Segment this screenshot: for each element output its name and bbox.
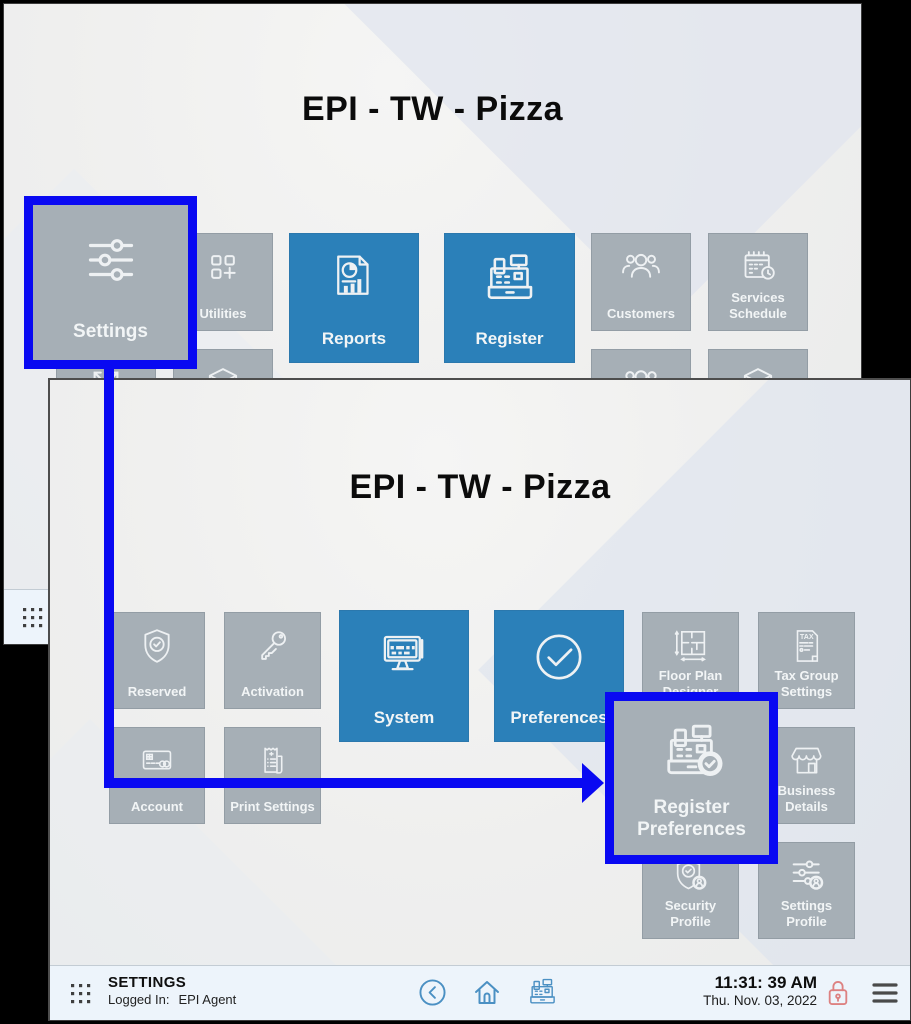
hamburger-icon[interactable]: [872, 982, 898, 1004]
flow-arrow-horizontal: [104, 778, 582, 788]
tile-label: Utilities: [199, 305, 247, 321]
tile-label: Print Settings: [230, 798, 315, 814]
register-preferences-highlight-box: Register Preferences: [605, 692, 778, 864]
current-time: 11:31: 39 AM: [714, 973, 817, 992]
grid-dots-icon[interactable]: [22, 607, 43, 628]
tile-print-settings[interactable]: Print Settings: [224, 727, 321, 824]
tile-reserved[interactable]: Reserved: [109, 612, 205, 709]
back-circle-icon[interactable]: [419, 979, 446, 1006]
tile-reports[interactable]: Reports: [289, 233, 419, 363]
tile-account[interactable]: Account: [109, 727, 205, 824]
tile-activation[interactable]: Activation: [224, 612, 321, 709]
grid-plus-icon: [203, 247, 243, 287]
receipt-icon: [254, 741, 292, 781]
status-text-block: SETTINGS Logged In: EPI Agent: [108, 974, 236, 1007]
flow-arrow-vertical: [104, 360, 114, 788]
key-icon: [253, 626, 293, 666]
tile-label: Services Schedule: [729, 290, 787, 321]
clock-block: 11:31: 39 AM Thu. Nov. 03, 2022: [703, 973, 817, 1008]
sliders-icon: [80, 231, 142, 289]
storefront-icon: [787, 741, 827, 781]
tile-label: Security Profile: [664, 898, 717, 929]
current-date: Thu. Nov. 03, 2022: [703, 993, 817, 1008]
calendar-clock-icon: [737, 247, 779, 287]
logged-in-label: Logged In:: [108, 992, 170, 1007]
tile-services-schedule[interactable]: Services Schedule: [708, 233, 808, 331]
credit-card-icon: [136, 741, 178, 779]
flow-arrow-head: [582, 763, 604, 803]
floor-plan-icon: [671, 626, 711, 666]
cash-register-check-icon: [660, 721, 724, 783]
grid-dots-icon[interactable]: [70, 983, 91, 1004]
tile-label: Settings: [73, 321, 148, 343]
tile-register-preferences[interactable]: Register Preferences: [614, 701, 769, 855]
logged-in-user: EPI Agent: [178, 992, 237, 1007]
people-icon: [619, 247, 663, 289]
tile-label: Tax Group Settings: [774, 668, 839, 699]
tile-label: System: [373, 707, 435, 727]
monitor-icon: [376, 628, 432, 682]
tile-settings[interactable]: Settings: [33, 205, 188, 360]
logged-in-status: Logged In: EPI Agent: [108, 992, 236, 1007]
tax-doc-icon: TAX: [788, 626, 826, 666]
tax-icon-text: TAX: [799, 633, 813, 641]
lock-icon[interactable]: [826, 978, 850, 1008]
tile-label: Preferences: [510, 707, 608, 727]
report-icon: [327, 251, 381, 305]
current-screen-name: SETTINGS: [108, 974, 187, 991]
settings-highlight-box: Settings: [24, 196, 197, 369]
tile-label: Reports: [321, 328, 387, 348]
tile-label: Settings Profile: [780, 898, 833, 929]
page-title: EPI - TW - Pizza: [349, 468, 611, 506]
tile-label: Account: [131, 798, 183, 814]
register-icon[interactable]: [527, 977, 558, 1008]
check-circle-icon: [530, 628, 588, 686]
page-title: EPI - TW - Pizza: [301, 90, 564, 128]
cash-register-icon: [482, 251, 538, 307]
tile-label: Customers: [607, 305, 675, 321]
shield-check-icon: [137, 626, 177, 666]
shield-person-icon: [670, 856, 712, 896]
tile-preferences[interactable]: Preferences: [494, 610, 624, 742]
tile-label: Reserved: [127, 683, 187, 699]
tile-customers[interactable]: Customers: [591, 233, 691, 331]
tile-register[interactable]: Register: [444, 233, 575, 363]
tile-label: Activation: [241, 683, 304, 699]
tile-label: Register: [475, 328, 544, 348]
tile-label: Register Preferences: [637, 797, 746, 841]
sliders-person-icon: [786, 856, 828, 896]
settings-status-bar: SETTINGS Logged In: EPI Agent: [50, 965, 910, 1020]
tile-label: Business Details: [777, 783, 836, 814]
home-icon[interactable]: [473, 979, 501, 1006]
tile-system[interactable]: System: [339, 610, 469, 742]
settings-screen: EPI - TW - Pizza Reserved Activation: [48, 378, 911, 1021]
